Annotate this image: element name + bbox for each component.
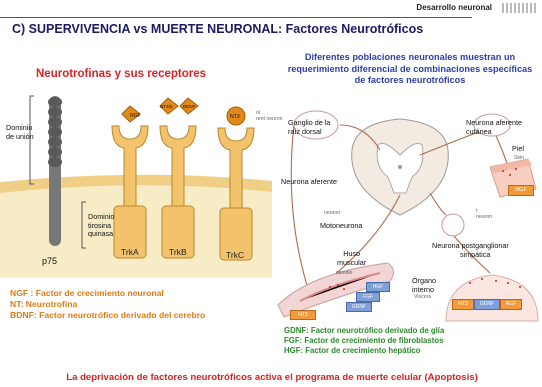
section-label: Desarrollo neuronal	[416, 3, 492, 12]
legend-hgf: HGF: Factor de crecimiento hepático	[284, 346, 421, 355]
neuron-small-label: neuron	[324, 210, 341, 216]
skin-ngf-box: NGF	[508, 185, 534, 196]
trkc-receptor	[217, 127, 255, 261]
receptor-diagram	[0, 95, 272, 278]
bracket-kinase	[81, 201, 86, 249]
nt45-ligand-label: NT4/5	[160, 104, 173, 109]
spindle-hgf-box: HGF	[366, 282, 390, 292]
spindle-gdnf-box: GDNF	[346, 302, 372, 312]
legend-neurotrophins: NGF : Factor de crecimiento neuronal NT:…	[10, 288, 205, 321]
trkb-label: TrkB	[169, 247, 187, 257]
ngf-ligand-label: NGF	[130, 113, 141, 119]
trkb-receptor	[159, 125, 197, 259]
skin-small-label: Skin	[514, 155, 525, 161]
organ-gdnf-box: GDNF	[474, 299, 500, 310]
legend-fgf: FGF: Factor de crecimiento de fibroblast…	[284, 336, 444, 345]
cutaneous-neuron	[473, 113, 511, 137]
nt3-ligand	[226, 106, 246, 126]
nt45-ligand	[159, 97, 179, 115]
internal-organ	[445, 274, 539, 322]
header-bar: Desarrollo neuronal	[0, 0, 542, 18]
spindle-small-label: spindle	[336, 270, 353, 276]
p75-label: p75	[42, 256, 58, 266]
receptors-heading: Neurotrofinas y sus receptores	[36, 68, 207, 80]
footer-conclusion: La deprivación de factores neurotróficos…	[66, 372, 478, 383]
viscera-small-label: Viscera	[414, 294, 432, 300]
header-rule	[0, 17, 472, 18]
legend-bdnf: BDNF: Factor neurotrófico derivado del c…	[10, 310, 206, 320]
organ-nt3-box: NT3	[452, 299, 474, 310]
bracket-union	[29, 95, 34, 185]
trka-receptor	[111, 125, 149, 259]
legend-ngf: NGF : Factor de crecimiento neuronal	[10, 288, 164, 298]
nt3-ligand-label: NT3	[230, 114, 240, 120]
legend-nt: NT: Neurotrofina	[10, 299, 78, 309]
skin-label: Piel	[512, 144, 524, 153]
sympathetic-neuron	[441, 213, 465, 237]
spindle-fgf-box: FGF	[356, 292, 380, 302]
motoneuron-label: Motoneurona	[320, 221, 363, 230]
legend-gdnf: GDNF: Factor neurotrófico derivado de gl…	[284, 326, 445, 335]
intro-paragraph: Diferentes poblaciones neuronales muestr…	[287, 52, 533, 85]
spindle-nt3-box: NT3	[290, 310, 316, 320]
organ-ngf-box: NGF	[500, 299, 522, 310]
afferent-label: Neurona aferente	[281, 177, 337, 186]
bdnf-ligand-label: BDNF	[183, 104, 196, 109]
trkc-label: TrkC	[226, 250, 245, 260]
muscle-spindle	[277, 262, 394, 318]
legend-other-factors: GDNF: Factor neurotrófico derivado de gl…	[284, 326, 444, 356]
page-title: C) SUPERVIVENCIA vs MUERTE NEURONAL: Fac…	[12, 22, 424, 36]
bdnf-ligand	[179, 97, 199, 115]
trka-label: TrkA	[121, 247, 139, 257]
p75-receptor	[48, 96, 62, 246]
header-stripes-decoration	[502, 3, 536, 13]
ngf-ligand	[121, 105, 141, 123]
